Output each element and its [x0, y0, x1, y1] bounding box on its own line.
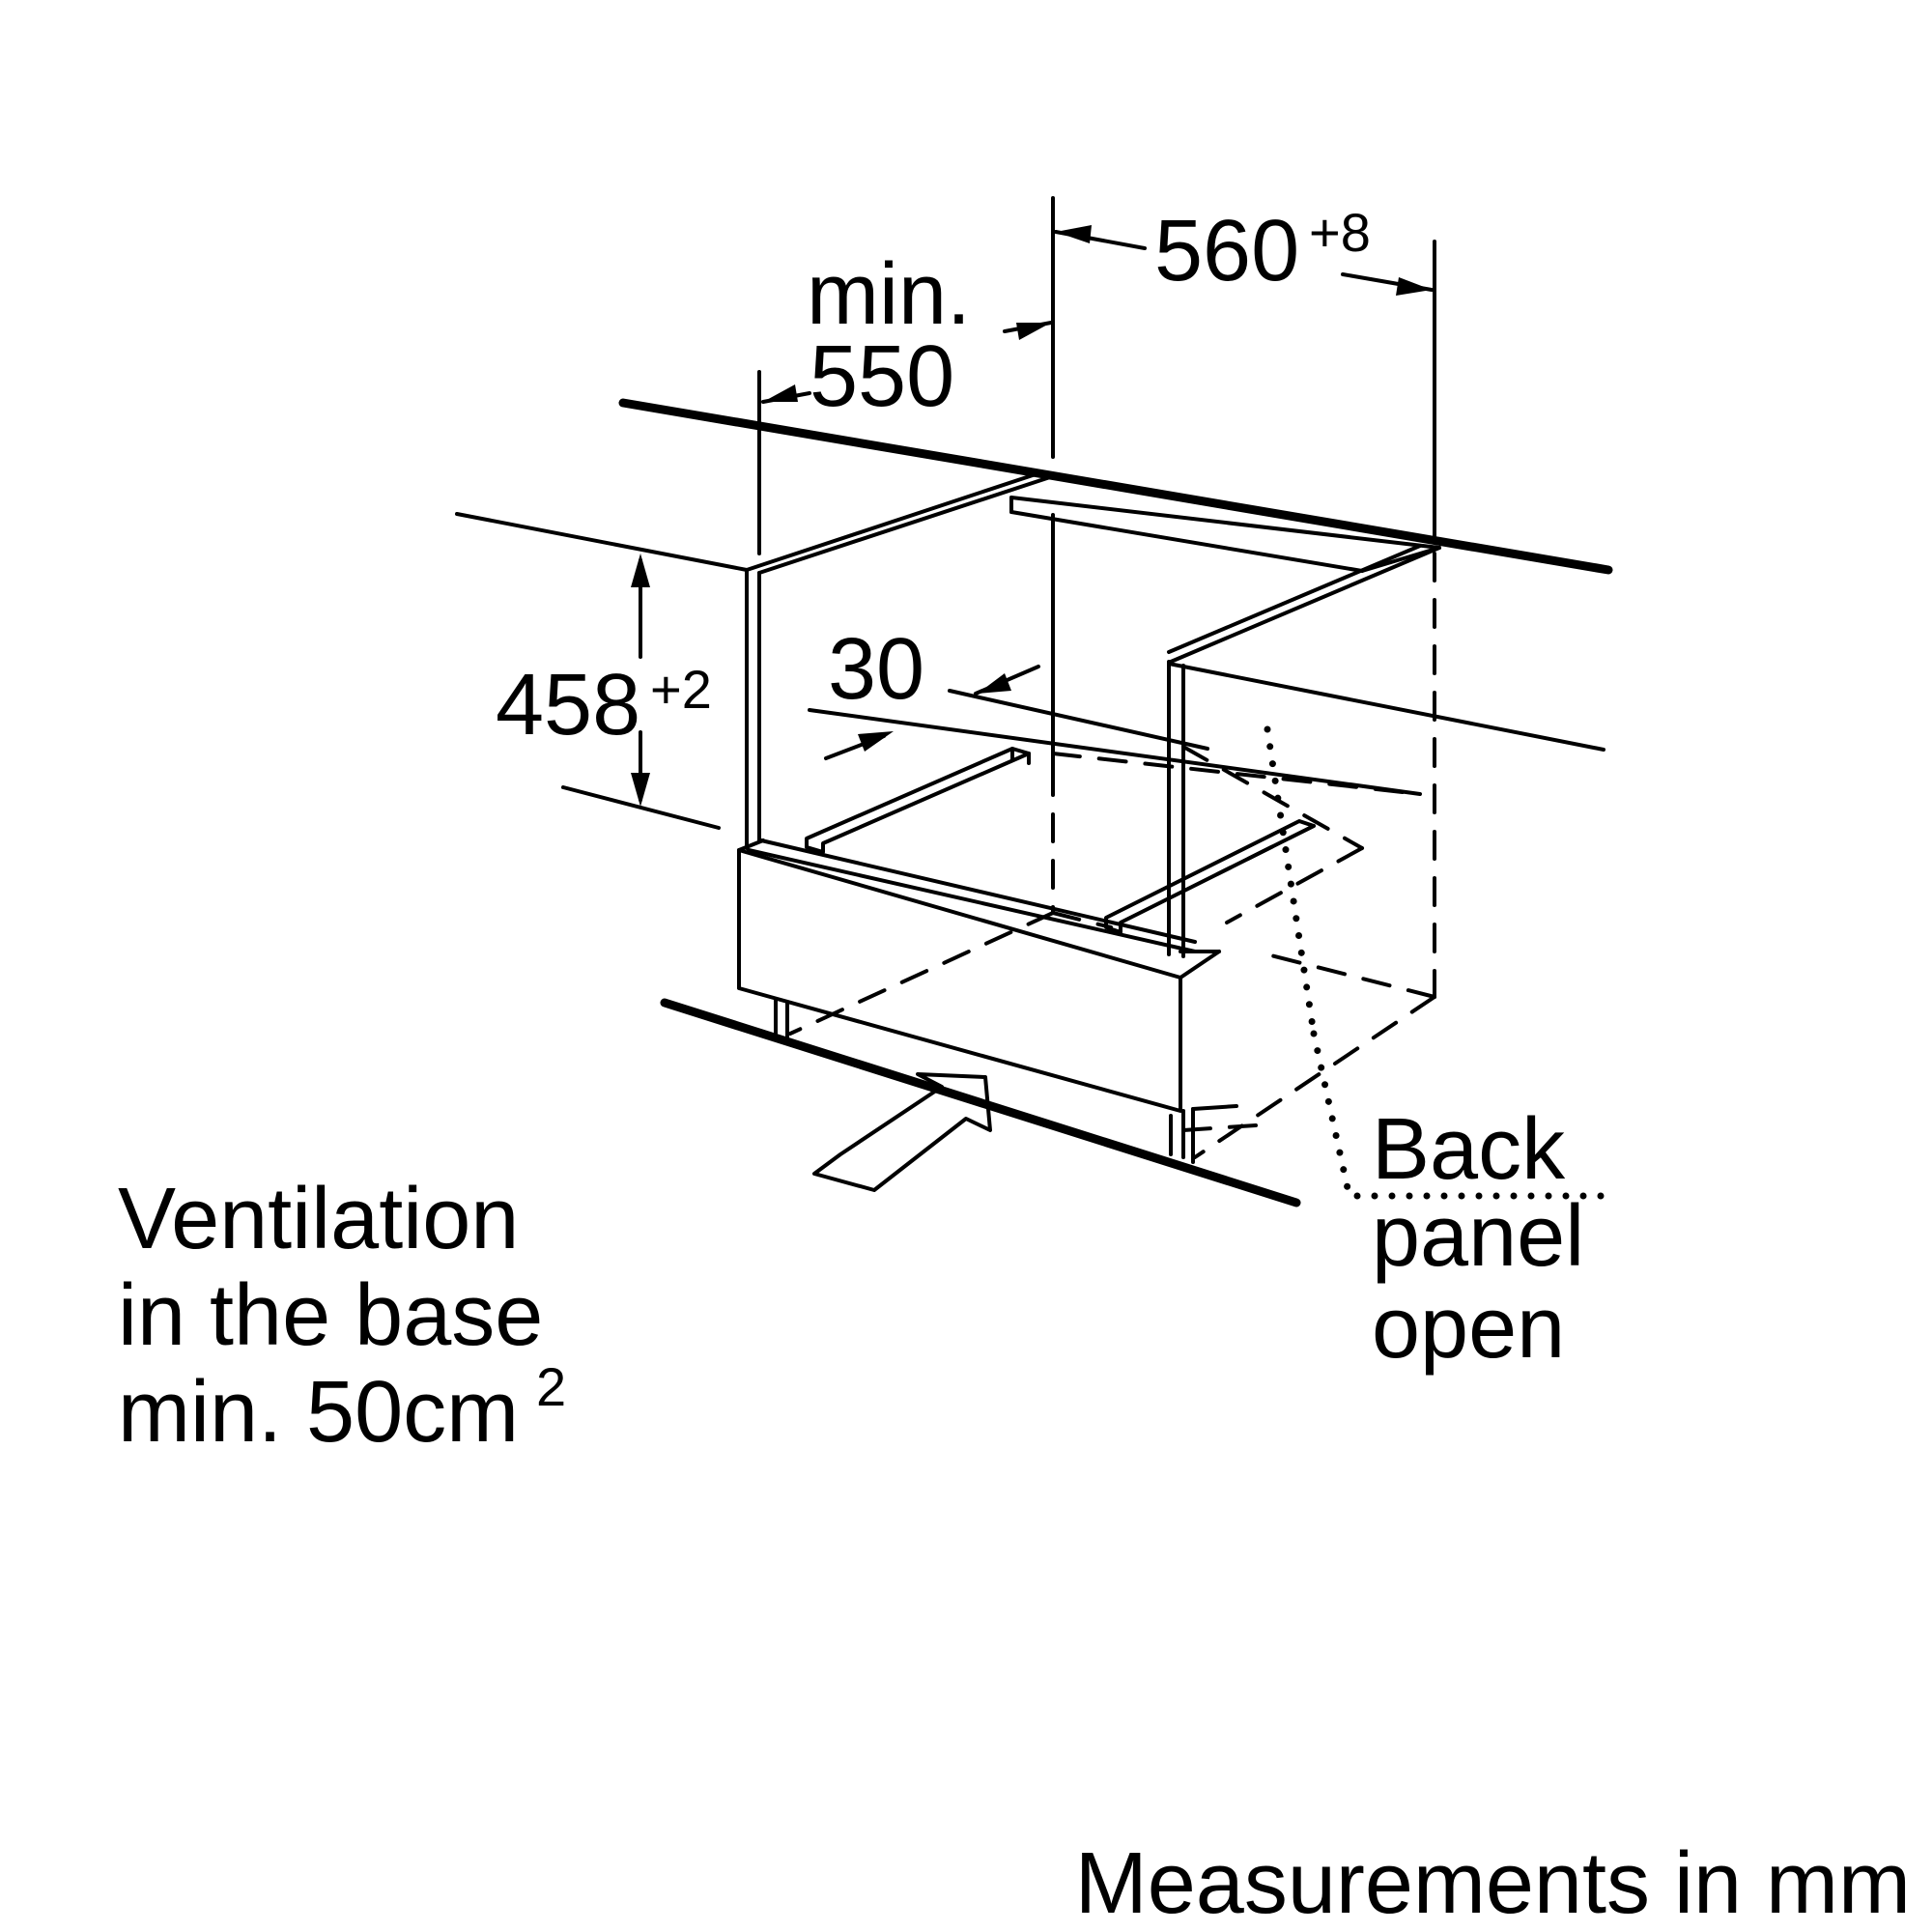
hidden-lines [788, 552, 1436, 1159]
ventilation-line1: Ventilation [118, 1171, 519, 1267]
ventilation-line3: min. 50cm [118, 1364, 519, 1461]
floor-edge [660, 998, 1301, 1208]
back-panel-line2: panel [1372, 1188, 1584, 1285]
back-panel-line1: Back [1372, 1101, 1566, 1198]
width-tolerance: +8 [1309, 202, 1371, 263]
height-dimension [631, 554, 650, 807]
right-cabinet-line [1167, 662, 1605, 752]
gap-value: 30 [828, 621, 924, 718]
left-cabinet-top-line [455, 512, 749, 572]
worktop-edge [618, 398, 1613, 575]
height-value: 458 [496, 657, 640, 753]
width-dimension [1051, 196, 1436, 543]
drawer-front [737, 838, 1238, 1164]
depth-min-label: min. [807, 246, 971, 343]
left-cabinet-base-line [561, 785, 721, 830]
depth-dimension [757, 321, 1053, 555]
width-value: 560 [1154, 203, 1299, 299]
depth-value: 550 [810, 328, 954, 425]
back-panel-line3: open [1372, 1280, 1565, 1377]
ventilation-arrow [812, 1072, 992, 1192]
ventilation-superscript: 2 [536, 1356, 566, 1417]
units-note: Measurements in mm [1075, 1835, 1911, 1932]
gap-dimension [808, 665, 1422, 796]
height-tolerance: +2 [650, 659, 712, 720]
niche-frame [745, 471, 1441, 958]
back-panel-outline [1264, 725, 1612, 1200]
ventilation-line2: in the base [118, 1267, 543, 1364]
